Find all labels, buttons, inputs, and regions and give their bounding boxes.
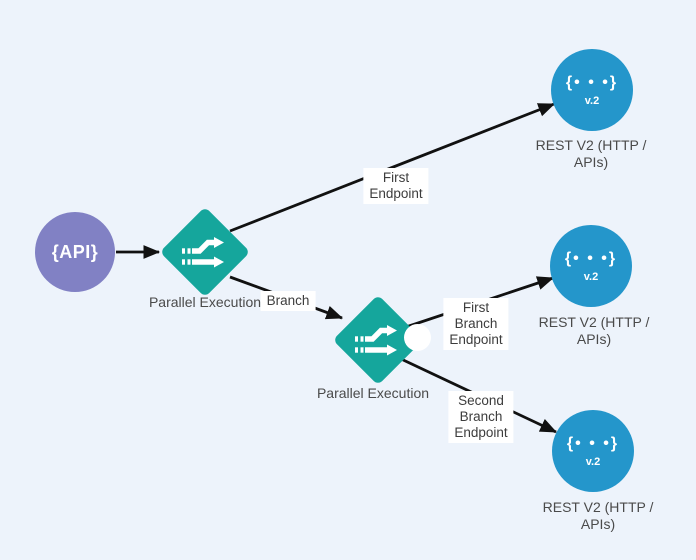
rest-v2-node-3[interactable]: {• • •} v.2 — [552, 410, 634, 492]
edge-label-first-endpoint: First Endpoint — [363, 168, 429, 204]
edge-label-line: Second — [458, 393, 504, 408]
edge-label-line: Branch — [454, 316, 498, 331]
edge-label-line: Endpoint — [454, 425, 508, 440]
rest-label-line: REST V2 (HTTP / — [538, 314, 650, 330]
parallel-execution-label-1: Parallel Execution — [148, 294, 262, 310]
edge-label-second-branch-endpoint: Second Branch Endpoint — [448, 391, 514, 443]
parallel-execution-label-2: Parallel Execution — [316, 385, 430, 401]
rest-label-line: APIs) — [576, 331, 612, 347]
rest-label-line: REST V2 (HTTP / — [535, 137, 647, 153]
edge-label-first-branch-endpoint: First Branch Endpoint — [443, 298, 509, 350]
edge-label-line: Branch — [459, 409, 503, 424]
edge-label-branch: Branch — [260, 291, 316, 311]
edge-label-line: Endpoint — [449, 332, 503, 347]
braces-dots-icon: {• • •} — [566, 434, 620, 452]
edge-label-line: Endpoint — [369, 186, 423, 201]
api-node-label: {API} — [51, 241, 99, 262]
rest-v2-node-label-1: REST V2 (HTTP / APIs) — [511, 137, 671, 171]
parallel-execution-icon — [173, 220, 237, 284]
api-node[interactable]: {API} — [35, 212, 115, 292]
braces-dots-icon: {• • •} — [564, 249, 618, 267]
parallel-execution-node-1[interactable] — [159, 206, 251, 298]
edge-label-line: Branch — [266, 293, 310, 308]
output-port[interactable] — [404, 324, 431, 351]
version-badge: v.2 — [583, 270, 599, 283]
rest-v2-node-2[interactable]: {• • •} v.2 — [550, 225, 632, 307]
rest-v2-node-label-3: REST V2 (HTTP / APIs) — [518, 499, 678, 533]
version-badge: v.2 — [585, 455, 601, 468]
rest-v2-node-1[interactable]: {• • •} v.2 — [551, 49, 633, 131]
edge-label-line: First — [382, 170, 410, 185]
version-badge: v.2 — [584, 94, 600, 107]
rest-label-line: REST V2 (HTTP / — [542, 499, 654, 515]
rest-label-line: APIs) — [573, 154, 609, 170]
rest-label-line: APIs) — [580, 516, 616, 532]
parallel-execution-node-2[interactable] — [332, 294, 424, 386]
edge-label-line: First — [462, 300, 490, 315]
edge-first-endpoint[interactable] — [229, 102, 556, 233]
parallel-execution-icon — [346, 308, 410, 372]
rest-v2-node-label-2: REST V2 (HTTP / APIs) — [514, 314, 674, 348]
braces-dots-icon: {• • •} — [565, 73, 619, 91]
